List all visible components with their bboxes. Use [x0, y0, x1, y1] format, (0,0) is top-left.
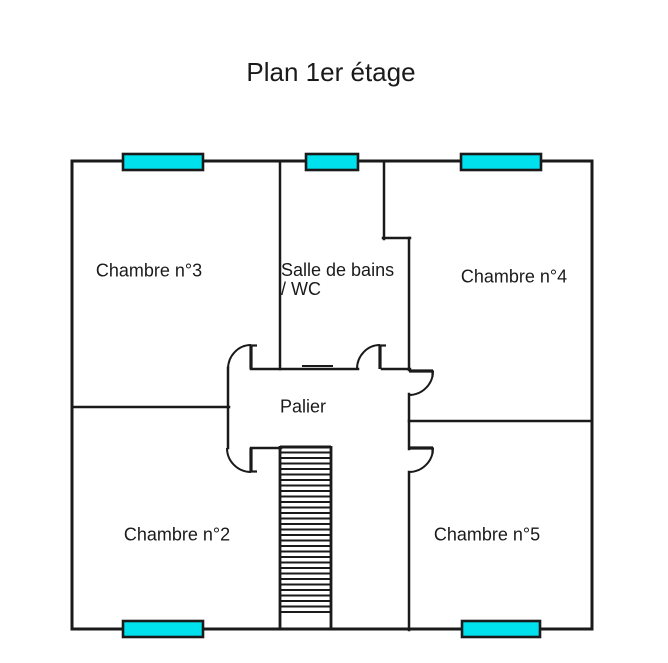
door-chambre5 [408, 446, 434, 473]
door-chambre3 [227, 344, 257, 370]
door-chambre3-swing-arc [227, 344, 252, 370]
door-bathroom-swing-arc [356, 344, 381, 370]
door-chambre2 [226, 447, 257, 473]
windows [121, 152, 543, 639]
door-chambre5-swing-arc [408, 447, 434, 473]
door-chambre4-swing-arc [408, 370, 434, 396]
room-label-salle-de-bains: Salle de bains / WC [281, 261, 394, 299]
staircase-steps [280, 446, 331, 613]
staircase [278, 445, 333, 629]
doors [226, 344, 434, 473]
door-chambre2-swing-arc [226, 447, 252, 473]
window-chambre3-top [121, 152, 205, 172]
room-label-chambre4: Chambre n°4 [460, 266, 568, 287]
page-title: Plan 1er étage [246, 57, 416, 87]
window-chambre5-bottom [460, 619, 542, 639]
window-chambre2-bottom [121, 619, 205, 639]
door-bathroom [356, 344, 386, 370]
window-bathroom-top [304, 152, 360, 172]
room-label-salle-de-bains-line2: / WC [281, 279, 321, 299]
room-label-chambre5: Chambre n°5 [433, 524, 541, 545]
door-chambre4 [408, 369, 434, 396]
room-label-salle-de-bains-line1: Salle de bains [281, 260, 395, 280]
room-label-chambre3: Chambre n°3 [95, 260, 203, 281]
room-label-chambre2: Chambre n°2 [123, 524, 231, 545]
room-label-palier: Palier [279, 396, 327, 417]
staircase-rails [278, 446, 333, 629]
window-chambre4-top [459, 152, 543, 172]
